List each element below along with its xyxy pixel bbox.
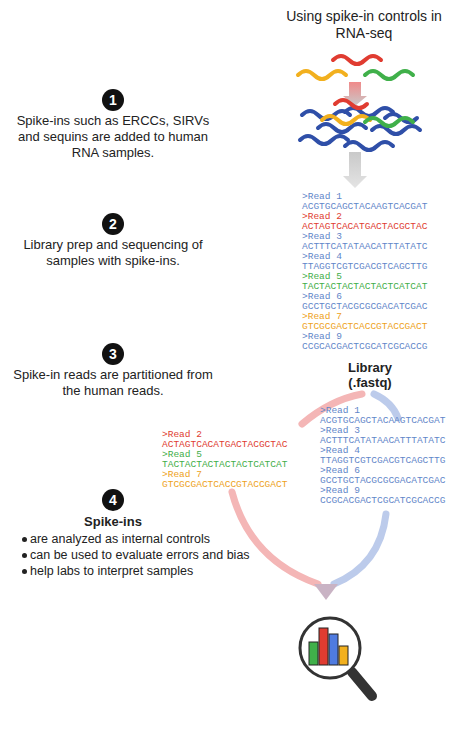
merge-arrow xyxy=(334,514,386,584)
human-read-line: >Read 4 xyxy=(320,446,360,456)
spike-read-line: TACTACTACTACTACTCATCAT xyxy=(162,460,287,470)
step-text: Spike-ins such as ERCCs, SIRVs and sequi… xyxy=(8,113,218,161)
callout-number: 4 xyxy=(109,493,117,507)
bullet-text: can be used to evaluate errors and bias xyxy=(30,548,250,563)
callout-circle: 3 xyxy=(102,343,124,365)
fastq-line: ACTAGTCACATGACTACGCTAC xyxy=(302,222,427,232)
callout-circle: 2 xyxy=(102,213,124,235)
fastq-line: >Read 9 xyxy=(302,332,342,342)
fastq-line: ACTTTCATATAACATTTATATC xyxy=(302,242,427,252)
fastq-line: >Read 7 xyxy=(302,312,342,322)
split-arrow xyxy=(374,394,398,418)
spike-rna xyxy=(333,56,381,64)
spike-rna xyxy=(298,71,346,79)
fastq-line: >Read 6 xyxy=(302,292,342,302)
bullet-text: are analyzed as internal controls xyxy=(30,532,210,547)
fastq-line: >Read 4 xyxy=(302,252,342,262)
section-heading: Spike-ins xyxy=(8,514,218,530)
fastq-line: GTCGCGACTCACCGTACCGACT xyxy=(302,322,427,332)
fastq-line: GCCTGCTACGCGCGACATCGAC xyxy=(302,302,427,312)
fastq-line: >Read 1 xyxy=(302,192,342,202)
merge-arrow xyxy=(232,492,318,584)
bullet-text: help labs to interpret samples xyxy=(30,564,193,579)
human-read-line: >Read 3 xyxy=(320,426,360,436)
fastq-line: CCGCACGACTCGCATCGCACCG xyxy=(302,342,427,352)
diagram-title: Using spike-in controls in RNA-seq xyxy=(280,8,448,42)
human-read-line: >Read 1 xyxy=(320,406,360,416)
bullet-dot xyxy=(22,537,27,542)
spike-read-line: >Read 5 xyxy=(162,450,202,460)
callout-number: 3 xyxy=(109,347,117,361)
human-read-line: >Read 9 xyxy=(320,486,360,496)
spike-read-line: >Read 2 xyxy=(162,430,202,440)
spike-read-line: >Read 7 xyxy=(162,470,202,480)
spike-rna xyxy=(365,71,413,79)
callout-circle: 1 xyxy=(102,89,124,111)
human-read-line: ACTTTCATATAACATTTATATC xyxy=(320,436,445,446)
magnifier-chart xyxy=(300,618,372,696)
fastq-line: TACTACTACTACTACTCATCAT xyxy=(302,282,427,292)
fastq-line: ACGTGCAGCTACAAGTCACGAT xyxy=(302,202,427,212)
human-read-line: TTAGGTCGTCGACGTCAGCTTG xyxy=(320,456,445,466)
human-read-line: GCCTGCTACGCGCGACATCGAC xyxy=(320,476,445,486)
human-read-line: CCGCACGACTCGCATCGCACCG xyxy=(320,496,445,506)
bullet-dot xyxy=(22,569,27,574)
library-label: Library xyxy=(300,360,440,375)
flow-arrow xyxy=(343,152,367,188)
step-text: Library prep and sequencing of samples w… xyxy=(8,237,218,269)
step-text: Spike-in reads are partitioned from the … xyxy=(8,367,218,399)
callout-number: 1 xyxy=(109,93,117,107)
spike-read-line: ACTAGTCACATGACTACGCTAC xyxy=(162,440,287,450)
merge-arrowhead xyxy=(314,584,338,600)
callout-number: 2 xyxy=(109,217,117,231)
spike-read-line: GTCGCGACTCACCGTACCGACT xyxy=(162,480,287,490)
fastq-line: >Read 2 xyxy=(302,212,342,222)
library-label: (.fastq) xyxy=(300,375,440,390)
fastq-line: TTAGGTCGTCGACGTCAGCTTG xyxy=(302,262,427,272)
fastq-line: >Read 3 xyxy=(302,232,342,242)
human-read-line: >Read 6 xyxy=(320,466,360,476)
callout-circle: 4 xyxy=(102,489,124,511)
fastq-line: >Read 5 xyxy=(302,272,342,282)
human-read-line: ACGTGCAGCTACAAGTCACGAT xyxy=(320,416,445,426)
bullet-dot xyxy=(22,553,27,558)
